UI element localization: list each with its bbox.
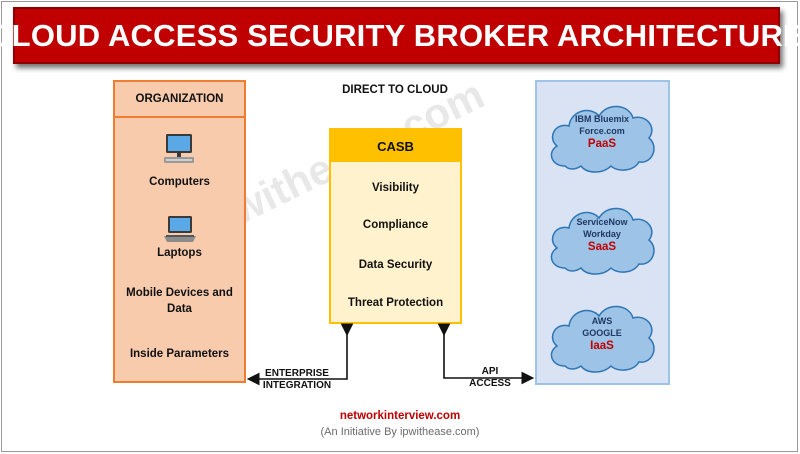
casb-item-data-security: Data Security	[358, 259, 433, 271]
cloud-provider-line: GOOGLE	[582, 328, 622, 338]
direct-to-cloud-label: DIRECT TO CLOUD	[342, 84, 448, 96]
enterprise-integration-label: ENTERPRISE INTEGRATION	[251, 368, 343, 392]
footer-note: (An Initiative By ipwithease.com)	[320, 426, 480, 438]
enterprise-integration-arrow	[246, 323, 354, 386]
organization-box: ORGANIZATION Computers Laptops Mobile De…	[113, 80, 246, 383]
connector-label-line: API	[481, 366, 499, 377]
cloud-provider-line: IBM Bluemix	[574, 114, 629, 124]
cloud-saas: ServiceNow Workday SaaS	[543, 198, 661, 278]
cloud-shape-icon	[550, 207, 655, 275]
api-access-arrow	[437, 323, 535, 385]
org-item-laptops: Laptops	[157, 247, 202, 259]
org-item-inside-parameters: Inside Parameters	[129, 348, 230, 360]
desktop-computer-icon	[164, 134, 194, 163]
casb-item-compliance: Compliance	[362, 219, 429, 231]
cloud-provider-line: AWS	[591, 316, 613, 326]
cloud-provider-line: ServiceNow	[576, 217, 628, 227]
page-title: CLOUD ACCESS SECURITY BROKER ARCHITECTUR…	[0, 17, 800, 53]
laptop-icon	[164, 216, 196, 242]
org-item-computers: Computers	[149, 176, 210, 188]
casb-header: CASB	[331, 130, 460, 162]
casb-item-threat-protection: Threat Protection	[347, 297, 444, 309]
cloud-provider-line: Force.com	[579, 126, 625, 136]
cloud-provider-line: Workday	[583, 229, 621, 239]
cloud-model-paas: PaaS	[587, 138, 617, 150]
cloud-paas: IBM Bluemix Force.com PaaS	[543, 96, 661, 176]
cloud-iaas: AWS GOOGLE IaaS	[543, 296, 661, 376]
organization-header: ORGANIZATION	[115, 82, 244, 118]
casb-item-visibility: Visibility	[371, 182, 420, 194]
cloud-shape-icon	[550, 305, 655, 373]
org-item-mobile-devices: Mobile Devices and Data	[126, 287, 233, 315]
casb-box: CASB Visibility Compliance Data Security…	[329, 128, 462, 324]
connector-label-line: ACCESS	[469, 378, 511, 389]
cloud-model-iaas: IaaS	[590, 340, 614, 352]
cloud-shape-icon	[550, 105, 655, 173]
footer-site: networkinterview.com	[339, 410, 461, 422]
cloud-model-saas: SaaS	[587, 241, 617, 253]
connector-label-line: INTEGRATION	[262, 380, 332, 391]
api-access-label: API ACCESS	[455, 366, 525, 390]
title-banner: CLOUD ACCESS SECURITY BROKER ARCHITECTUR…	[0, 7, 800, 64]
connector-label-line: ENTERPRISE	[265, 368, 329, 379]
